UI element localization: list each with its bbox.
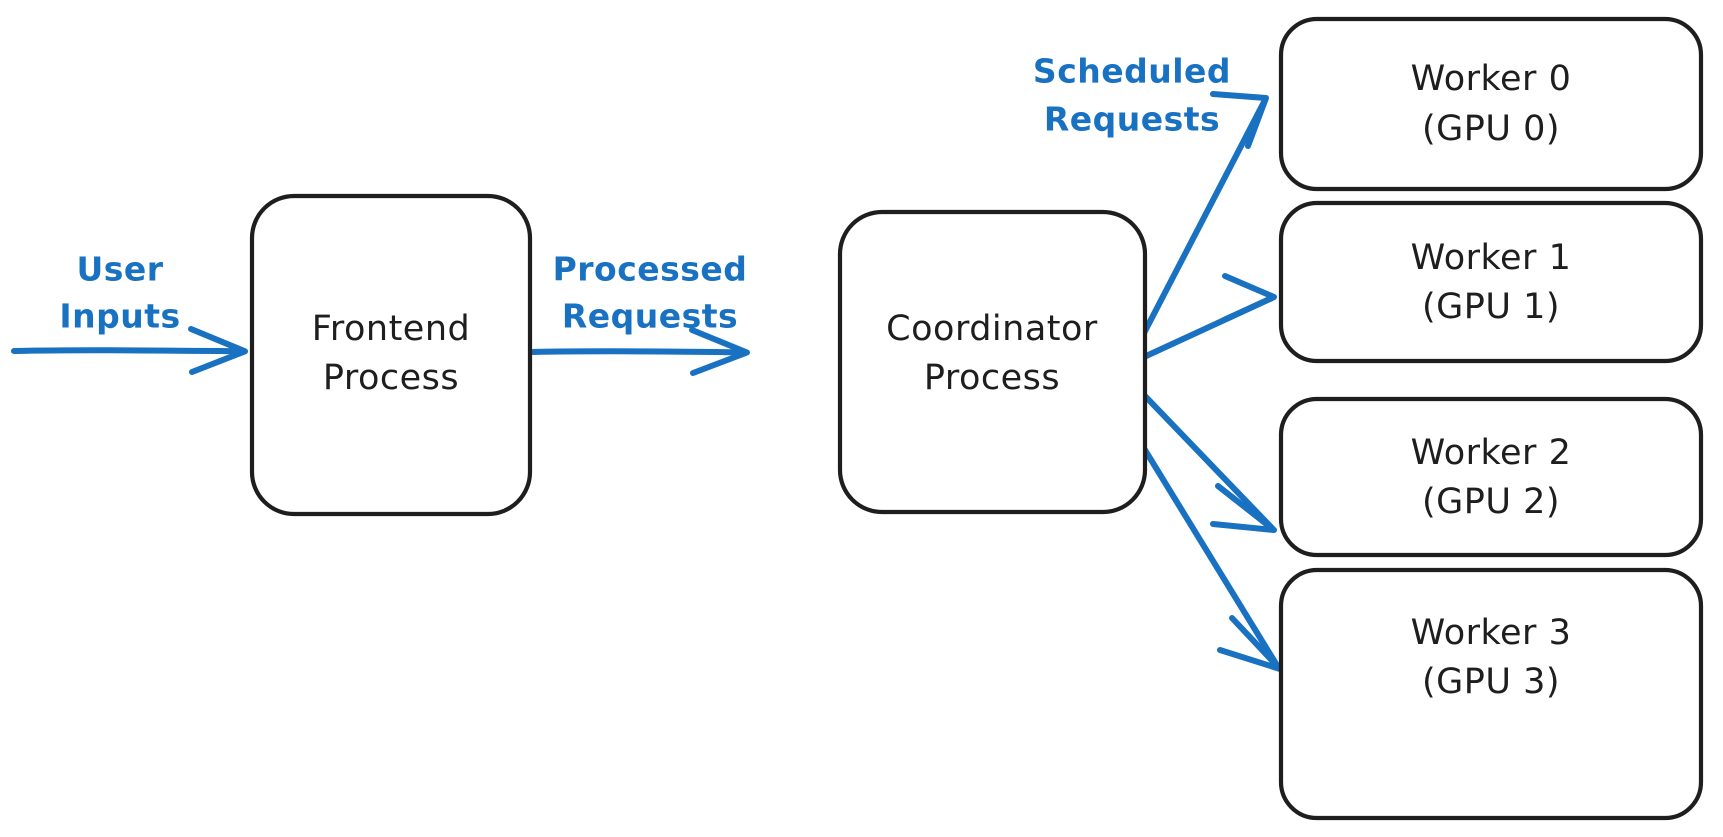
scheduled-requests-label-line2: Requests — [1044, 100, 1220, 139]
worker-3-label-line2: (GPU 3) — [1422, 662, 1560, 702]
node-worker-3[interactable]: Worker 3 (GPU 3) — [1278, 567, 1704, 821]
frontend-process-box[interactable] — [249, 193, 533, 517]
worker-3-box[interactable] — [1278, 567, 1704, 821]
edge-label-scheduled-requests: Scheduled Requests — [1033, 52, 1231, 139]
edge-label-user-inputs: User Inputs — [59, 250, 180, 336]
worker-2-label-line2: (GPU 2) — [1422, 482, 1560, 522]
arrow-coordinator-to-worker3 — [1142, 447, 1283, 672]
node-frontend-process[interactable]: Frontend Process — [249, 193, 533, 517]
frontend-process-label-line2: Process — [323, 358, 459, 398]
node-worker-0[interactable]: Worker 0 (GPU 0) — [1278, 16, 1704, 192]
processed-requests-label-line2: Requests — [562, 297, 738, 336]
arrow-coordinator-to-worker0 — [1140, 91, 1269, 338]
arrow-coordinator-to-worker2 — [1141, 392, 1277, 533]
coordinator-process-label-line1: Coordinator — [886, 309, 1098, 349]
worker-1-label-line1: Worker 1 — [1411, 238, 1572, 278]
worker-1-box[interactable] — [1278, 200, 1704, 364]
worker-3-label-line1: Worker 3 — [1411, 613, 1572, 653]
worker-1-label-line2: (GPU 1) — [1422, 287, 1560, 327]
edge-label-processed-requests: Processed Requests — [553, 250, 748, 336]
arrow-coordinator-to-worker1 — [1141, 273, 1277, 360]
worker-0-label-line1: Worker 0 — [1411, 59, 1572, 99]
node-coordinator-process[interactable]: Coordinator Process — [837, 209, 1148, 515]
frontend-process-label-line1: Frontend — [312, 309, 470, 349]
user-inputs-label-line2: Inputs — [59, 297, 180, 336]
worker-2-label-line1: Worker 2 — [1411, 433, 1572, 473]
arrow-frontend-to-coordinator — [530, 327, 750, 376]
worker-0-label-line2: (GPU 0) — [1422, 109, 1560, 149]
processed-requests-label-line1: Processed — [553, 250, 748, 289]
worker-0-box[interactable] — [1278, 16, 1704, 192]
scheduled-requests-label-line1: Scheduled — [1033, 52, 1231, 91]
node-worker-1[interactable]: Worker 1 (GPU 1) — [1278, 200, 1704, 364]
coordinator-process-box[interactable] — [837, 209, 1148, 515]
node-worker-2[interactable]: Worker 2 (GPU 2) — [1278, 396, 1704, 558]
arrow-user-inputs-to-frontend — [11, 326, 248, 375]
user-inputs-label-line1: User — [76, 250, 163, 289]
coordinator-process-label-line2: Process — [924, 358, 1060, 398]
worker-2-box[interactable] — [1278, 396, 1704, 558]
